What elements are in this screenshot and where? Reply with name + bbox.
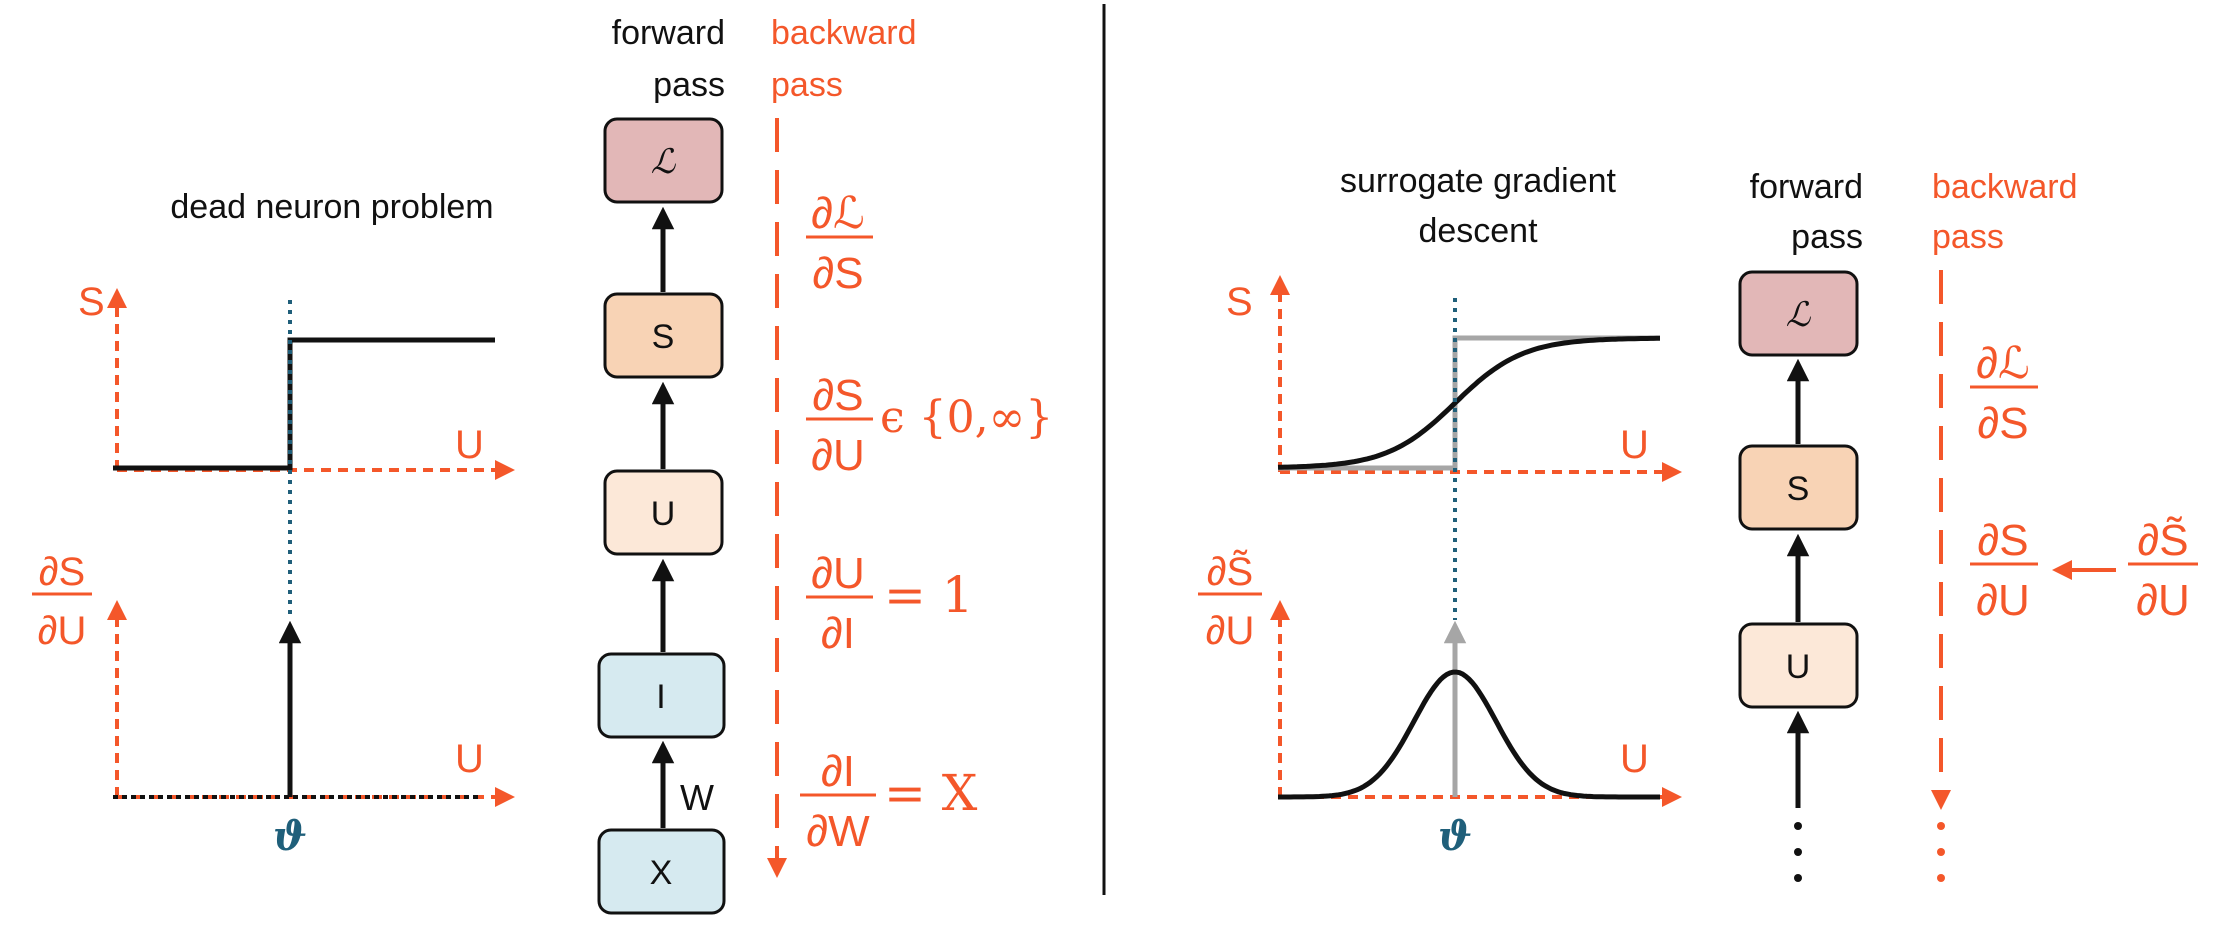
left-box-current-label: I	[656, 678, 665, 716]
left-grad-weight: ∂I ∂W = X	[800, 747, 978, 856]
left-threshold-label: ϑ	[273, 813, 307, 860]
left-grad-membrane-num: ∂U	[811, 549, 865, 598]
right-forward-chain: ℒ S U	[1738, 270, 1859, 882]
left-box-current	[597, 652, 726, 739]
left-backward-label-2: pass	[771, 66, 843, 104]
left-box-loss	[603, 117, 724, 204]
left-grad-loss: ∂ℒ ∂S	[806, 189, 873, 298]
right-threshold-label: ϑ	[1438, 813, 1472, 860]
right-box-loss-label: ℒ	[1786, 295, 1812, 335]
left-grad-spike: ∂S ∂U ϵ {0,∞}	[806, 371, 1053, 480]
right-axis-s-label: S	[1226, 280, 1253, 324]
right-box-spike	[1738, 444, 1859, 531]
right-box-spike-label: S	[1787, 470, 1810, 508]
right-grad-surrogate: ∂S̃ ∂U	[2128, 516, 2198, 625]
right-forward-ellipsis	[1794, 822, 1802, 882]
right-grad-spike-num: ∂S	[1977, 516, 2028, 565]
right-dsdu-num: ∂S̃	[1207, 549, 1253, 594]
left-forward-label-2: pass	[653, 66, 725, 104]
left-grad-weight-rhs: = X	[884, 764, 978, 822]
right-title-line1: surrogate gradient	[1340, 162, 1617, 200]
right-axis-u-top-label: U	[1620, 423, 1649, 467]
left-box-loss-label: ℒ	[651, 142, 677, 182]
right-box-loss	[1738, 270, 1859, 357]
right-forward-label-2: pass	[1791, 218, 1863, 256]
left-grad-membrane-rhs: = 1	[884, 566, 974, 624]
left-weight-label: W	[680, 777, 714, 818]
left-step-curve	[113, 337, 495, 471]
right-grad-spike-den: ∂U	[1976, 576, 2030, 625]
right-derivative-plot: ∂S̃ ∂U U ϑ	[1198, 549, 1682, 860]
left-axis-u-top-label: U	[455, 423, 484, 467]
right-sigmoid-plot: S U	[1226, 275, 1682, 482]
right-grad-loss-num: ∂ℒ	[1976, 339, 2029, 388]
right-grad-surrogate-den: ∂U	[2136, 576, 2190, 625]
left-box-membrane	[603, 469, 724, 556]
left-forward-label-1: forward	[612, 14, 725, 52]
right-box-membrane	[1738, 622, 1859, 709]
left-box-input	[597, 828, 726, 915]
left-backward-label-1: backward	[771, 14, 917, 52]
right-forward-label-1: forward	[1750, 168, 1863, 206]
right-backward-ellipsis	[1937, 822, 1945, 882]
left-grad-membrane-den: ∂I	[821, 609, 855, 658]
left-axis-u-bottom-label: U	[455, 737, 484, 781]
right-dsdu-den: ∂U	[1206, 609, 1255, 653]
left-forward-chain: ℒ S U I X W	[597, 117, 726, 915]
right-step-reference	[1278, 335, 1660, 471]
left-dsdu-num: ∂S	[39, 550, 85, 594]
right-sigmoid-curve	[1277, 335, 1660, 470]
left-box-membrane-label: U	[651, 495, 676, 533]
left-grad-membrane: ∂U ∂I = 1	[806, 549, 974, 658]
left-grad-weight-den: ∂W	[806, 807, 870, 856]
left-grad-spike-num: ∂S	[812, 371, 863, 420]
left-box-spike	[603, 292, 724, 379]
right-surrogate-curve	[1278, 669, 1660, 800]
right-backward-label-2: pass	[1932, 218, 2004, 256]
right-grad-spike: ∂S ∂U	[1970, 516, 2038, 625]
left-box-spike-label: S	[652, 318, 675, 356]
left-axis-s-label: S	[78, 280, 105, 324]
left-title: dead neuron problem	[170, 188, 493, 226]
left-grad-loss-den: ∂S	[812, 249, 863, 298]
left-derivative-plot: ∂S ∂U U ϑ	[32, 550, 515, 860]
left-dsdu-den: ∂U	[38, 609, 87, 653]
right-title-line2: descent	[1418, 212, 1538, 250]
left-grad-spike-den: ∂U	[811, 431, 865, 480]
right-backward-label-1: backward	[1932, 168, 2078, 206]
right-box-membrane-label: U	[1786, 648, 1811, 686]
left-grad-loss-num: ∂ℒ	[811, 189, 864, 238]
right-axis-u-bottom-label: U	[1620, 737, 1649, 781]
left-box-input-label: X	[650, 854, 673, 892]
right-grad-loss: ∂ℒ ∂S	[1970, 339, 2038, 448]
right-grad-loss-den: ∂S	[1977, 399, 2028, 448]
left-grad-weight-num: ∂I	[821, 747, 855, 796]
right-grad-surrogate-num: ∂S̃	[2137, 516, 2188, 565]
left-grad-spike-rhs: ϵ {0,∞}	[880, 392, 1053, 443]
